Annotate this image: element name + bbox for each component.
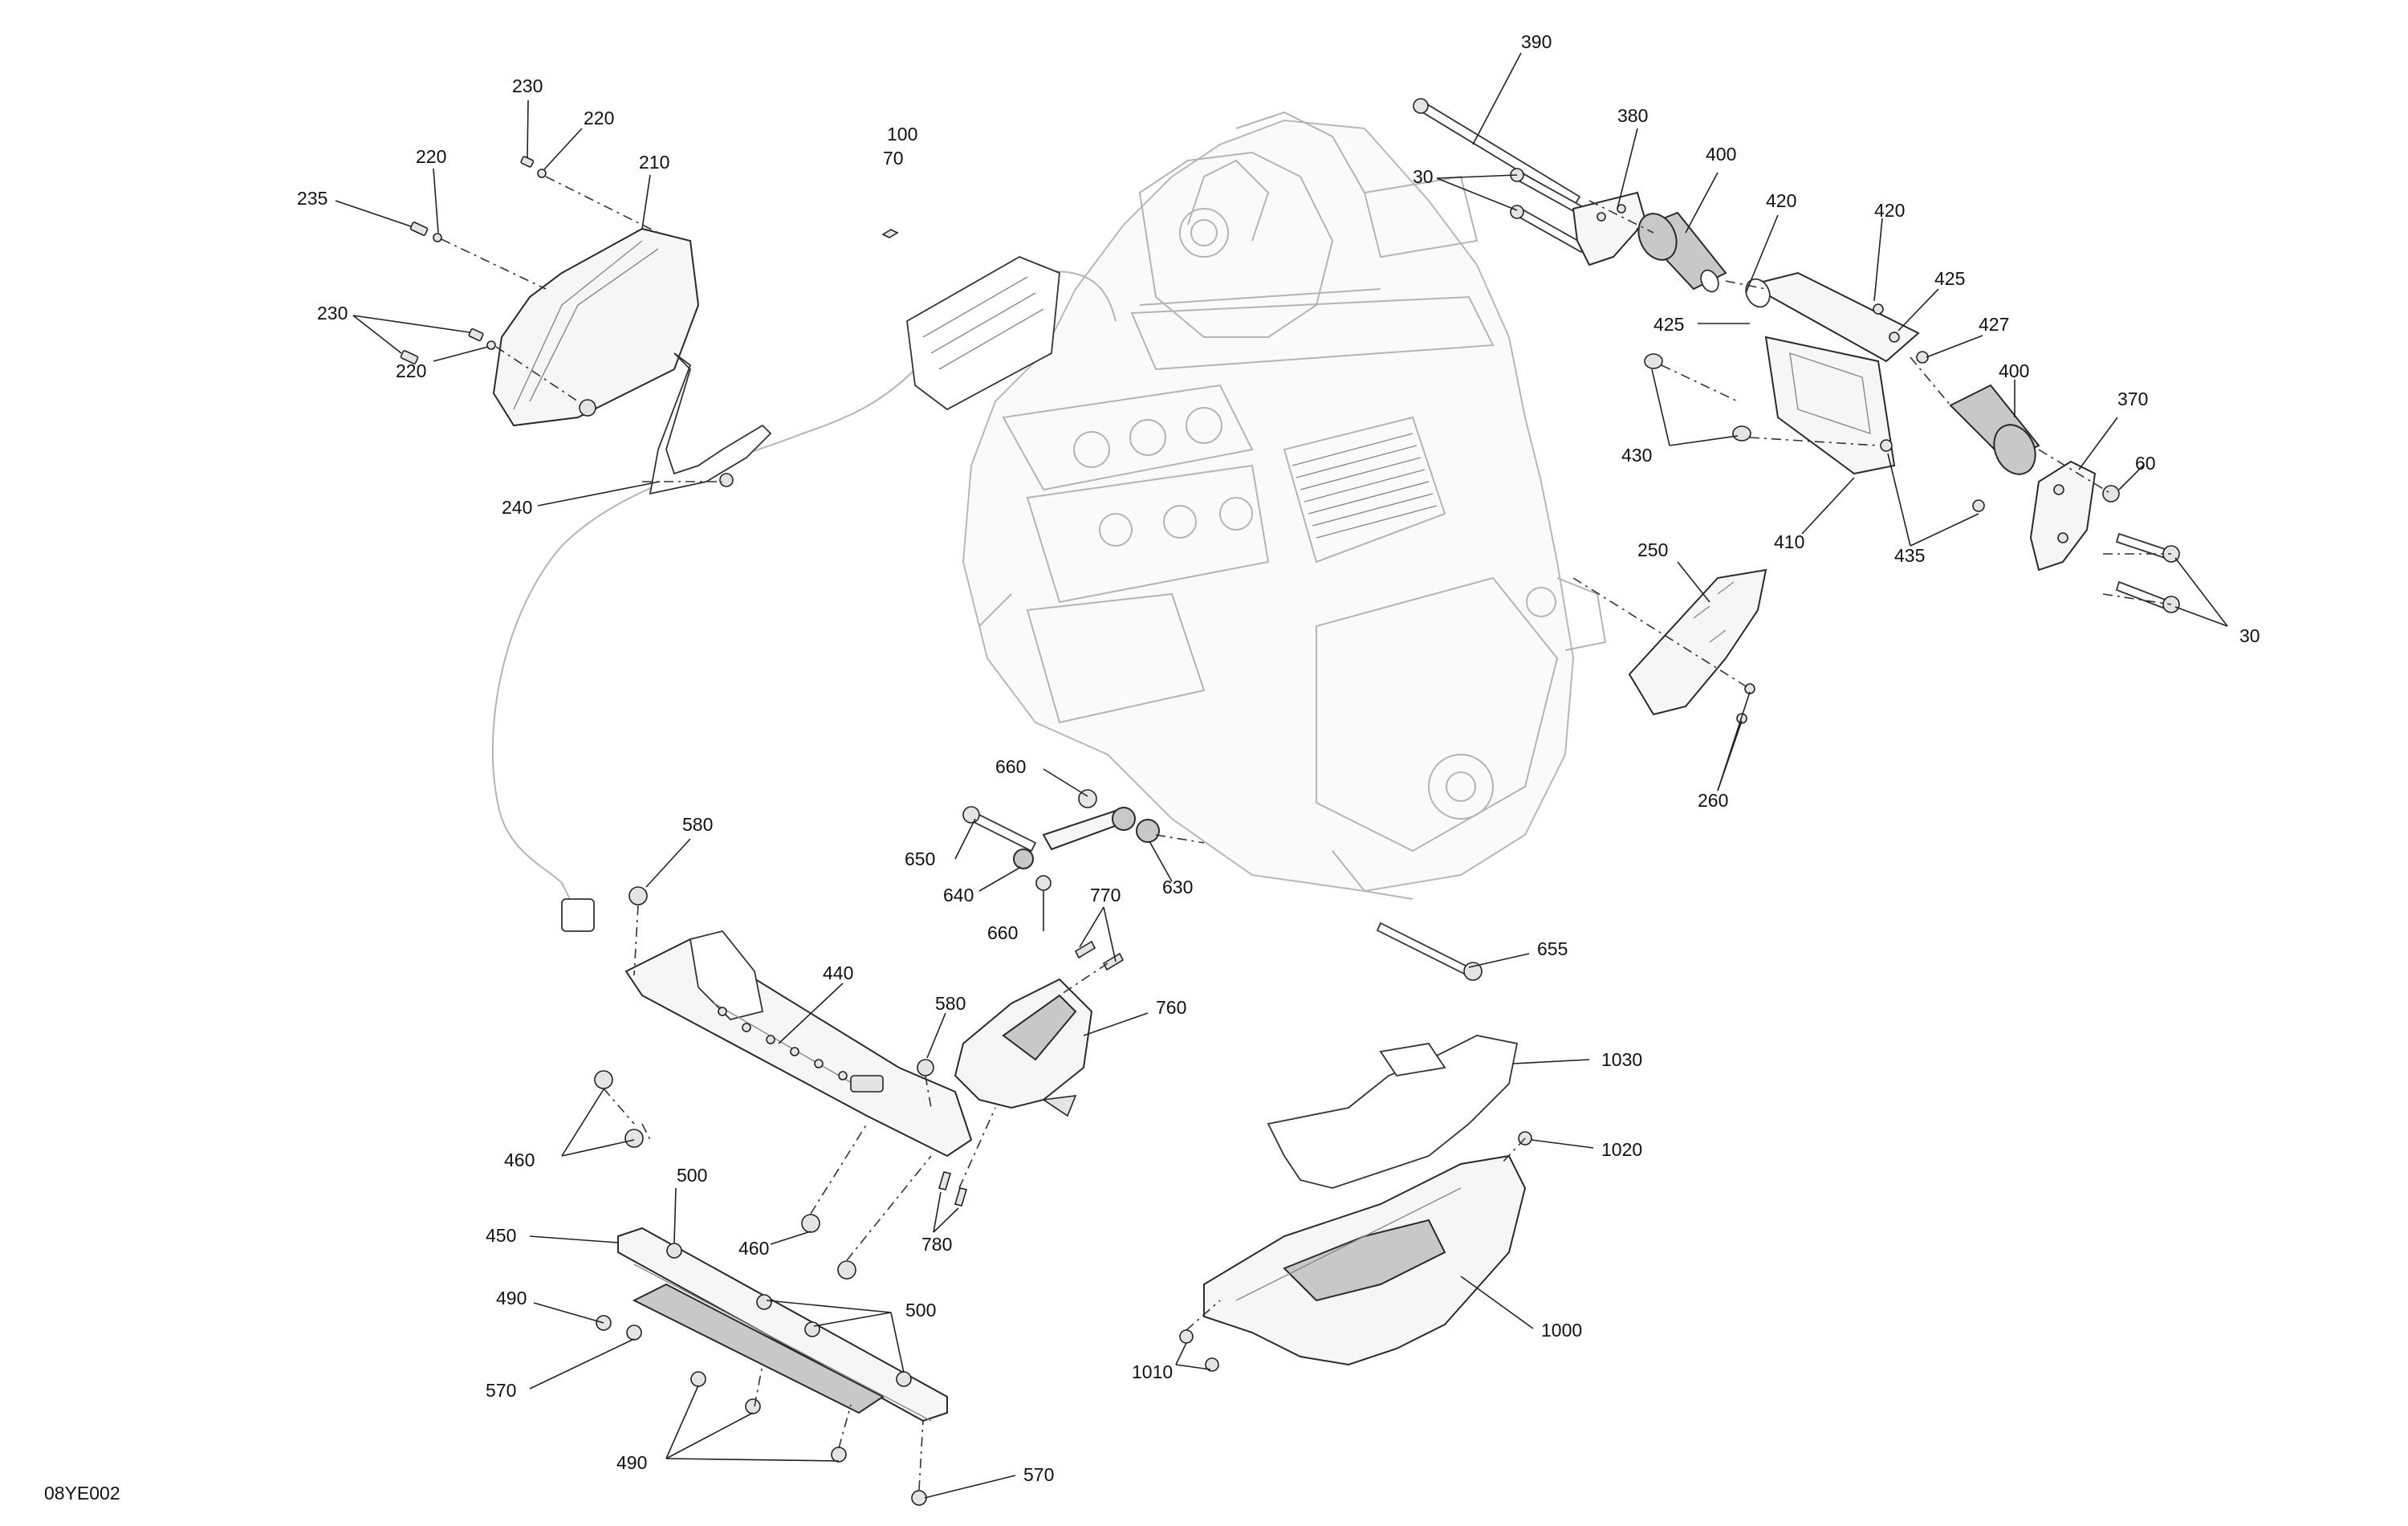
callout-425: 425 <box>1934 268 1965 289</box>
ecm-module <box>881 229 1060 411</box>
callout-570: 570 <box>486 1380 516 1401</box>
bracket-440 <box>624 886 973 1158</box>
callout-235: 235 <box>297 188 327 209</box>
callout-1030: 1030 <box>1601 1049 1642 1070</box>
callout-210: 210 <box>639 152 669 173</box>
bolt-655 <box>1376 922 1483 981</box>
callout-390: 390 <box>1521 31 1552 52</box>
bracket-760 <box>938 940 1125 1207</box>
callout-630: 630 <box>1162 877 1193 897</box>
callout-490: 490 <box>616 1452 647 1473</box>
callout-660: 660 <box>987 922 1018 943</box>
callout-1020: 1020 <box>1601 1139 1642 1160</box>
mount-assembly-right <box>1413 98 2180 613</box>
callout-labels: 390 380 30 400 420 420 425 425 427 430 4… <box>44 31 2260 1504</box>
callout-60: 60 <box>2135 453 2156 474</box>
callout-425: 425 <box>1653 314 1684 335</box>
skid-plate-1030 <box>1267 1035 1532 1189</box>
callout-1010: 1010 <box>1132 1361 1173 1382</box>
callout-655: 655 <box>1537 938 1568 959</box>
callout-650: 650 <box>905 848 935 869</box>
callout-30: 30 <box>2239 625 2260 646</box>
callout-220: 220 <box>396 360 426 381</box>
bracket-450 <box>596 1227 948 1506</box>
callout-230: 230 <box>512 75 543 96</box>
callout-500: 500 <box>905 1300 936 1320</box>
callout-100: 100 <box>887 124 917 144</box>
callout-420: 420 <box>1874 200 1905 221</box>
callout-220: 220 <box>416 146 446 167</box>
assembly-center-lines <box>441 176 2172 1491</box>
callout-640: 640 <box>943 885 974 905</box>
callout-380: 380 <box>1617 105 1648 126</box>
bracket-240 <box>649 352 772 495</box>
engine-cover-210 <box>492 227 700 427</box>
callout-460: 460 <box>738 1238 769 1259</box>
callout-420: 420 <box>1766 190 1796 211</box>
callout-370: 370 <box>2117 389 2148 409</box>
callout-70: 70 <box>883 148 904 169</box>
callout-260: 260 <box>1698 790 1728 811</box>
callout-760: 760 <box>1156 997 1186 1018</box>
bolts-460 <box>594 1070 856 1280</box>
callout-400: 400 <box>1706 144 1736 165</box>
callout-660: 660 <box>995 756 1026 777</box>
callout-580: 580 <box>682 814 713 835</box>
callout-440: 440 <box>823 962 853 983</box>
callout-1000: 1000 <box>1541 1320 1582 1341</box>
callout-450: 450 <box>486 1225 516 1246</box>
leader-lines <box>335 52 2228 1499</box>
cover-250 <box>1628 568 1767 724</box>
callout-220: 220 <box>584 108 614 128</box>
callout-240: 240 <box>502 497 532 518</box>
engine-assembly <box>962 111 1607 900</box>
callout-435: 435 <box>1894 545 1925 566</box>
callout-250: 250 <box>1637 539 1668 560</box>
callout-430: 430 <box>1621 445 1652 466</box>
callout-410: 410 <box>1774 531 1804 552</box>
callout-30: 30 <box>1413 166 1434 187</box>
skid-plate-1000 <box>1179 1154 1527 1372</box>
callout-460: 460 <box>504 1150 535 1170</box>
harness-connector <box>561 898 595 932</box>
callout-400: 400 <box>1999 360 2029 381</box>
figure-id: 08YE002 <box>44 1483 120 1504</box>
fasteners-top-left <box>400 156 547 364</box>
callout-580: 580 <box>935 993 966 1014</box>
callout-570: 570 <box>1023 1464 1054 1485</box>
link-rod-assembly <box>962 789 1160 891</box>
callout-500: 500 <box>677 1165 707 1186</box>
callout-770: 770 <box>1090 885 1121 905</box>
callout-427: 427 <box>1979 314 2009 335</box>
callout-780: 780 <box>921 1234 952 1255</box>
callout-230: 230 <box>317 303 348 324</box>
callout-490: 490 <box>496 1288 527 1308</box>
